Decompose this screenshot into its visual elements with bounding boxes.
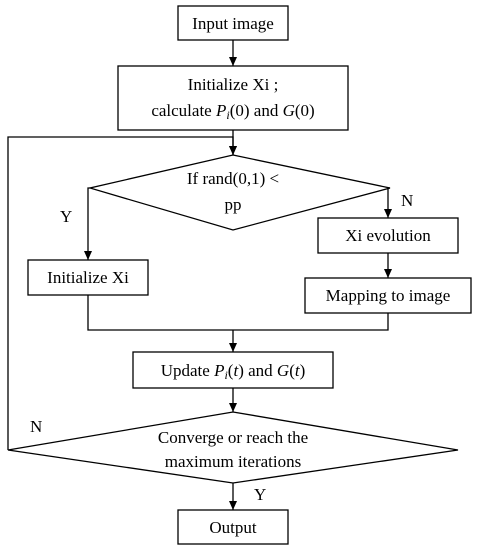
node-input-image-label: Input image	[192, 14, 274, 33]
node-decision-random: If rand(0,1) < pp	[87, 154, 391, 231]
edge-label-decision1-no: N	[401, 191, 413, 210]
node-xi-evolution: Xi evolution	[317, 217, 459, 254]
edge-label-decision1-yes: Y	[60, 207, 72, 226]
node-initialize: Initialize Xi ; calculate Pi(0) and G(0)	[117, 65, 349, 131]
node-mapping-label: Mapping to image	[326, 286, 451, 305]
node-input-image: Input image	[177, 5, 289, 41]
node-initialize-line1: Initialize Xi ;	[188, 75, 279, 94]
node-xi-evolution-label: Xi evolution	[345, 226, 431, 245]
node-decision-converge: Converge or reach the maximum iterations	[7, 411, 459, 484]
edge-merge-branches	[87, 295, 389, 331]
node-reinitialize: Initialize Xi	[27, 259, 149, 296]
node-decision-converge-line1: Converge or reach the	[158, 428, 308, 447]
node-mapping: Mapping to image	[304, 277, 472, 314]
node-decision-random-line1: If rand(0,1) <	[187, 169, 279, 188]
node-update-label: Update Pi(t) and G(t)	[161, 361, 306, 382]
edge-decision-yes	[84, 187, 92, 260]
node-update: Update Pi(t) and G(t)	[132, 351, 334, 389]
node-output-label: Output	[209, 518, 257, 537]
edge-label-decision2-yes: Y	[254, 485, 266, 504]
edge-converge-no-loop	[7, 136, 237, 450]
node-decision-converge-line2: maximum iterations	[165, 452, 301, 471]
node-reinitialize-label: Initialize Xi	[47, 268, 129, 287]
node-output: Output	[177, 509, 289, 545]
node-decision-random-line2: pp	[225, 195, 242, 214]
edge-decision-no	[384, 187, 392, 218]
node-initialize-line2: calculate Pi(0) and G(0)	[151, 101, 314, 122]
edge-label-decision2-no: N	[30, 417, 42, 436]
